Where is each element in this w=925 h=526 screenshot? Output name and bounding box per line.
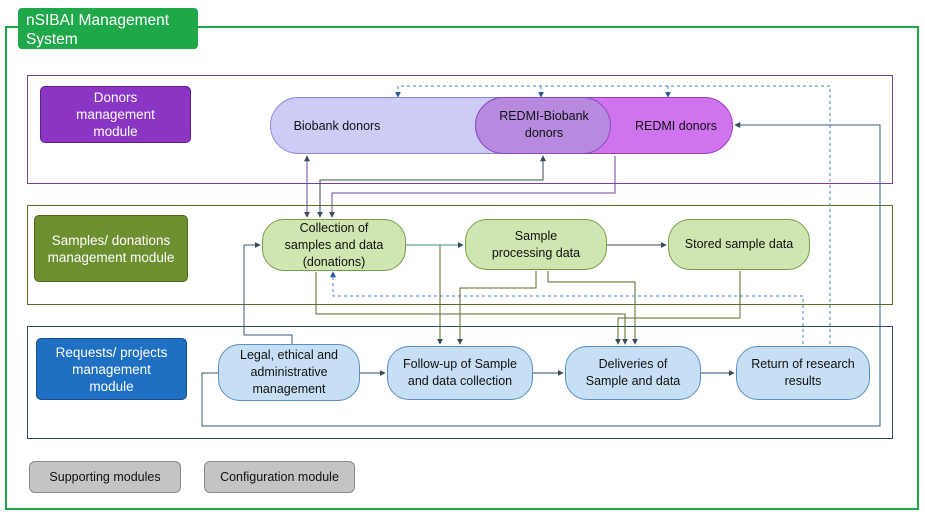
- return-node[interactable]: Return of research results: [736, 346, 870, 400]
- stored-to-deliveries: [615, 271, 741, 345]
- legal-to-collection: [243, 242, 293, 344]
- followup-node[interactable]: Follow-up of Sample and data collection: [387, 346, 533, 400]
- stored-node[interactable]: Stored sample data: [668, 219, 810, 270]
- donors-module-label[interactable]: Donors management module: [40, 86, 191, 143]
- redmi-biobank-donors-label: REDMI-Biobank donors: [499, 109, 589, 140]
- processing-node[interactable]: Sample processing data: [465, 219, 607, 270]
- legal-node[interactable]: Legal, ethical and administrative manage…: [218, 344, 360, 401]
- system-frame: [5, 26, 919, 510]
- deliveries-node[interactable]: Deliveries of Sample and data: [565, 346, 701, 400]
- redmi-donors-label: REDMI donors: [635, 118, 717, 133]
- biobank-donors-label: Biobank donors: [293, 118, 381, 133]
- redmi-biobank-donors-pill[interactable]: [475, 97, 611, 154]
- requests-module-label[interactable]: Requests/ projects management module: [36, 338, 187, 400]
- redmi-biobank-collection-link: [317, 155, 546, 218]
- collection-node[interactable]: Collection of samples and data (donation…: [262, 219, 406, 271]
- supporting-modules-button[interactable]: Supporting modules: [29, 461, 181, 493]
- dotted-return-to-donors: [330, 271, 804, 344]
- dotted-top-loop: [395, 85, 831, 344]
- processing-to-followup: [457, 271, 537, 345]
- system-title: nSIBAI Management System: [18, 8, 198, 49]
- bottom-loop-to-redmi: [201, 122, 881, 427]
- processing-to-deliveries: [547, 271, 638, 345]
- samples-module-label[interactable]: Samples/ donations management module: [34, 215, 188, 282]
- collection-to-deliveries: [315, 272, 628, 345]
- redmi-collection-link: [329, 156, 616, 218]
- configuration-module-button[interactable]: Configuration module: [204, 461, 355, 493]
